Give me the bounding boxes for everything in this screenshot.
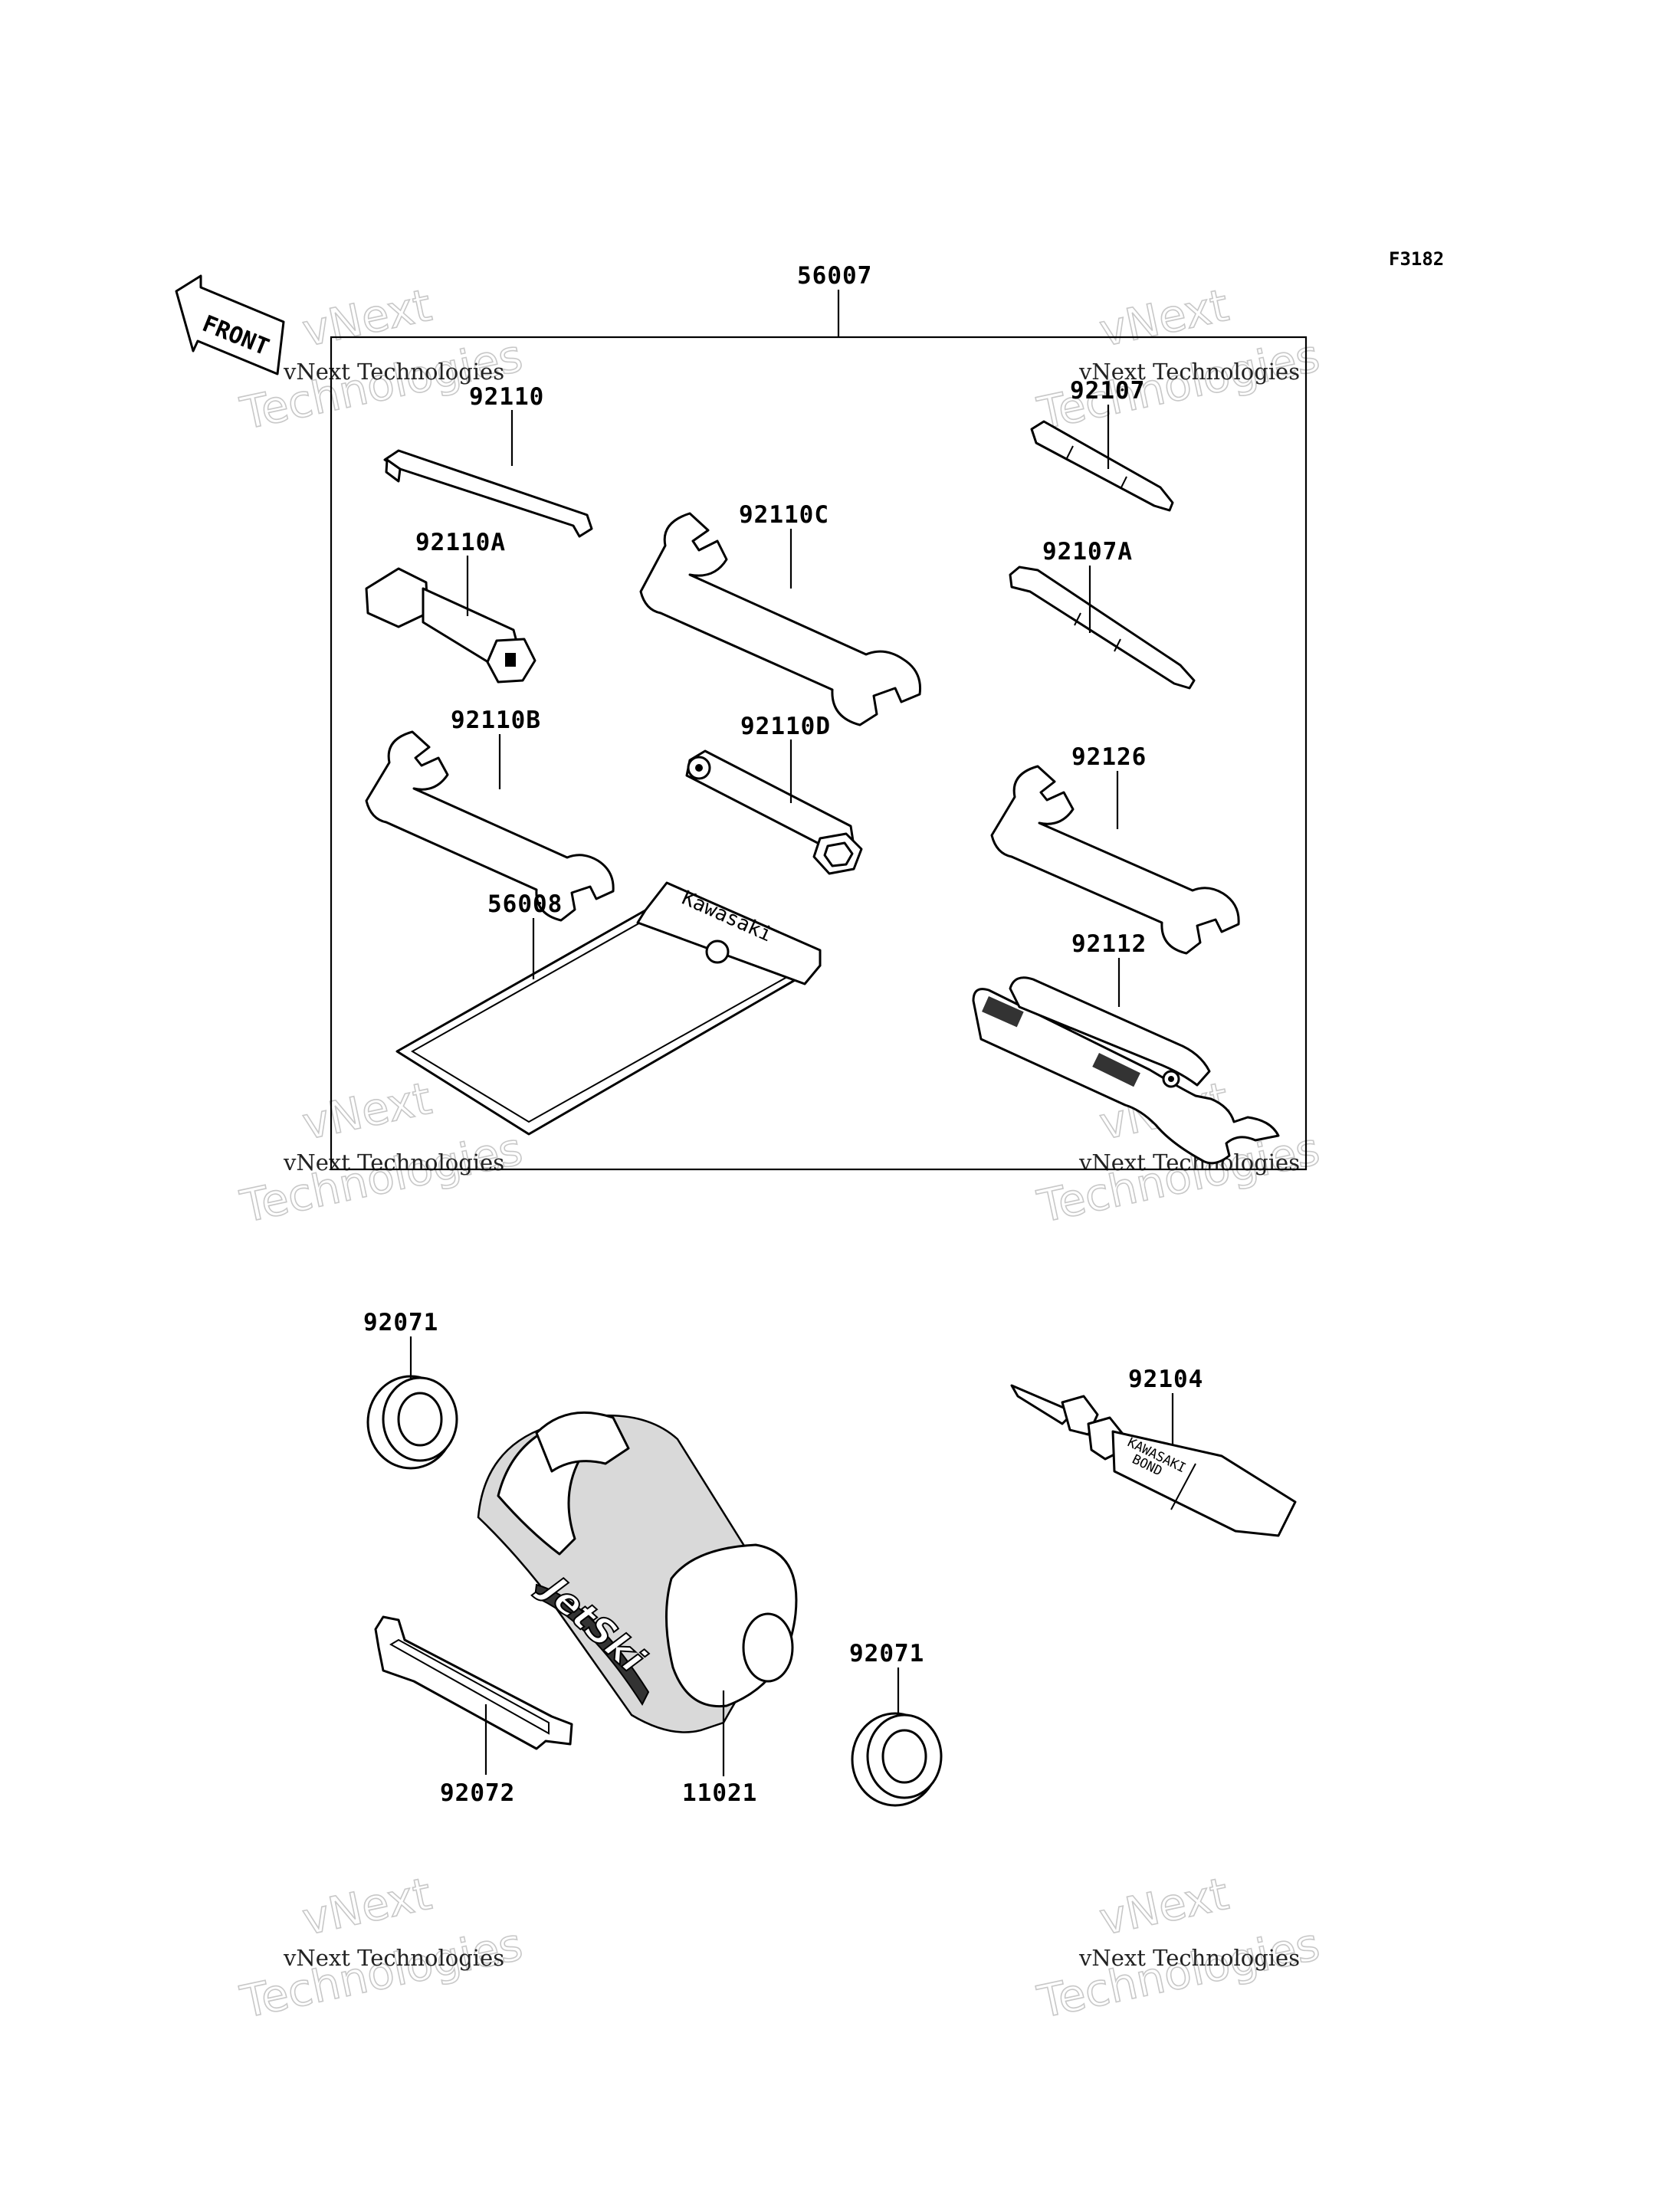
watermark-bottom-left: vNext Technologies vNext Technologies xyxy=(235,1867,527,2029)
part-92110c-open-wrench: 92110C xyxy=(639,501,922,726)
svg-text:vNext: vNext xyxy=(1095,279,1233,357)
kit-part-number: 56007 xyxy=(797,262,872,290)
part-56008-tool-pouch: Kawasaki 56008 xyxy=(395,881,822,1136)
svg-text:vNext Technologies: vNext Technologies xyxy=(1078,359,1300,385)
svg-text:Technologies: Technologies xyxy=(1033,1918,1324,2028)
part-92110d-box-socket: 92110D xyxy=(685,713,863,875)
label-92110: 92110 xyxy=(469,383,544,411)
part-92126-open-wrench: 92126 xyxy=(990,743,1240,955)
label-92071-right: 92071 xyxy=(849,1640,924,1667)
watermark-top-right: vNext Technologies vNext Technologies xyxy=(1032,278,1324,441)
label-92110a: 92110A xyxy=(415,529,506,556)
svg-text:vNext: vNext xyxy=(1095,1867,1233,1946)
label-92107: 92107 xyxy=(1070,377,1145,405)
label-92072: 92072 xyxy=(440,1779,515,1807)
svg-text:vNext Technologies: vNext Technologies xyxy=(283,1945,504,1971)
label-56008: 56008 xyxy=(487,890,563,918)
reference-code: F3182 xyxy=(1389,248,1444,270)
label-92110d: 92110D xyxy=(740,713,831,740)
svg-text:vNext: vNext xyxy=(298,1867,436,1946)
svg-text:vNext Technologies: vNext Technologies xyxy=(1078,1945,1300,1971)
svg-text:Technologies: Technologies xyxy=(236,1918,527,2028)
part-92110-hex-key: 92110 xyxy=(383,383,593,538)
part-92107a-screwdriver-bit: 92107A xyxy=(1009,538,1196,690)
svg-text:vNext: vNext xyxy=(298,279,436,357)
svg-text:vNext Technologies: vNext Technologies xyxy=(283,359,504,385)
part-92110a-plug-wrench: 92110A xyxy=(365,529,536,684)
label-92126: 92126 xyxy=(1071,743,1147,771)
label-92110c: 92110C xyxy=(739,501,829,529)
svg-text:Technologies: Technologies xyxy=(236,1123,527,1233)
part-92110b-open-wrench: 92110B xyxy=(365,707,615,922)
watermark-bottom-right: vNext Technologies vNext Technologies xyxy=(1032,1867,1324,2029)
part-92112-pliers: 92112 xyxy=(972,930,1280,1165)
label-92110b: 92110B xyxy=(451,707,541,734)
part-92107-screwdriver-bit: 92107 xyxy=(1030,377,1174,512)
part-92104-bond-tube: KAWASAKI BOND 92104 xyxy=(1010,1366,1297,1537)
part-92072-strap: 92072 xyxy=(374,1615,573,1807)
part-11021-tool-canister: JetSki 11021 xyxy=(477,1411,798,1807)
label-11021: 11021 xyxy=(682,1779,757,1807)
label-92071-left: 92071 xyxy=(363,1309,438,1336)
svg-text:vNext: vNext xyxy=(298,1072,436,1150)
part-92071-grommet-right: 92071 xyxy=(849,1640,943,1807)
svg-text:vNext Technologies: vNext Technologies xyxy=(283,1149,504,1176)
front-arrow-icon: FRONT xyxy=(175,274,285,375)
part-92071-grommet-left: 92071 xyxy=(363,1309,458,1470)
label-92112: 92112 xyxy=(1071,930,1147,958)
tool-kit-box: 56007 xyxy=(330,262,1308,1171)
label-92104: 92104 xyxy=(1128,1366,1203,1393)
label-92107a: 92107A xyxy=(1042,538,1133,566)
